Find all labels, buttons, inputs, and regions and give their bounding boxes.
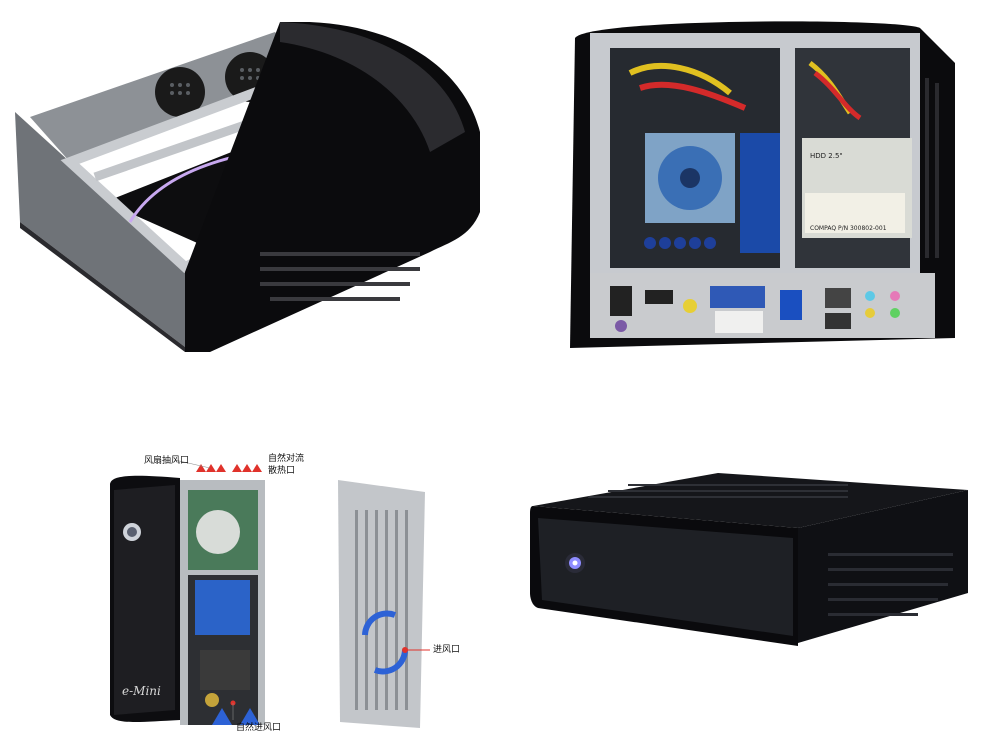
exhaust-arrows [196, 464, 262, 472]
closed-case-photo [528, 468, 973, 650]
label-heat-dissipation: 散热口 [268, 466, 296, 476]
hdd-label-text: HDD 2.5" [810, 152, 843, 160]
hdd-part-text: COMPAQ P/N 300802-001 [810, 225, 887, 232]
intake-arrows [212, 708, 260, 725]
assembled-chassis-photo: HDD 2.5" COMPAQ P/N 300802-001 [570, 18, 960, 353]
airflow-diagram: e-Mini 风扇抽风口 自然对流 散热口 进风口 自然进风口 [100, 450, 500, 749]
label-natural-convection: 自然对流 [268, 454, 305, 464]
brand-logo: e-Mini [122, 684, 161, 698]
label-fan-exhaust: 风扇抽风口 [144, 456, 190, 466]
empty-chassis-photo [10, 22, 480, 352]
label-air-intake: 进风口 [433, 645, 461, 655]
label-natural-intake: 自然进风口 [236, 723, 282, 733]
